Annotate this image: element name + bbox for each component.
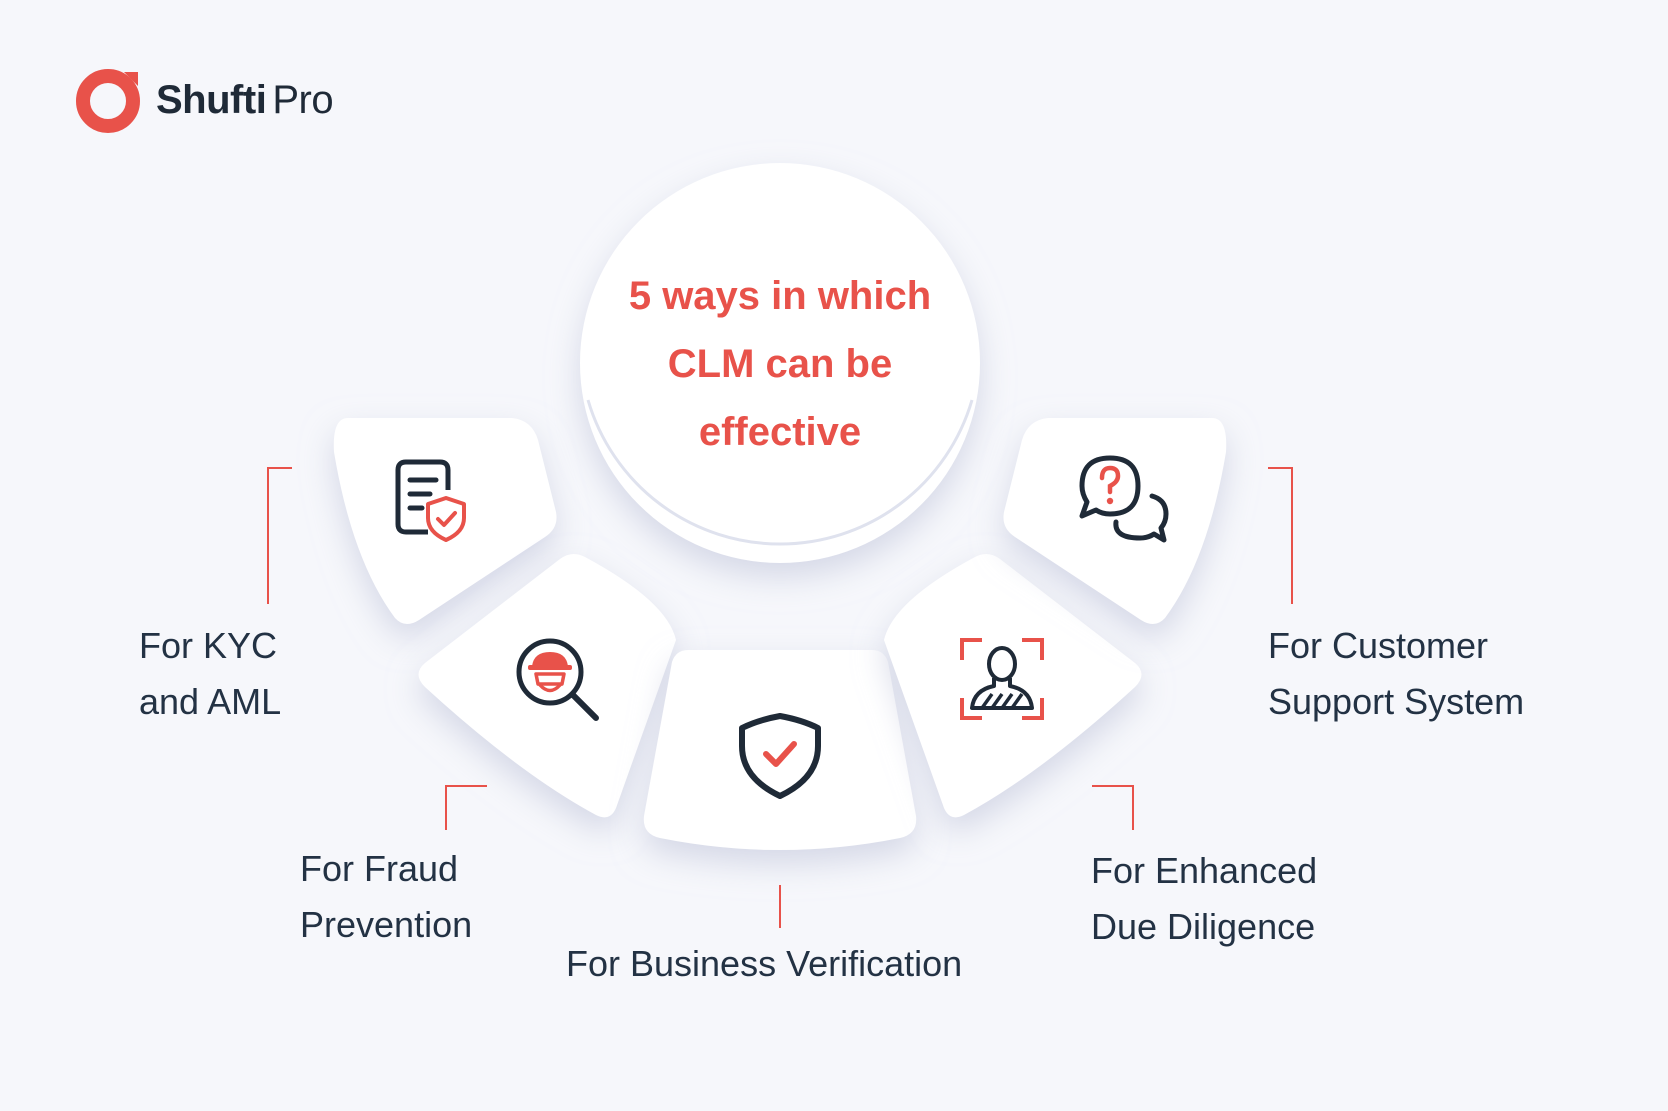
center-title-line: CLM can be [667, 342, 893, 386]
center-circle-rim [586, 399, 974, 546]
label-fraud-line: Prevention [300, 904, 473, 945]
label-business-line: For Business Verification [566, 943, 963, 984]
connector-support [1268, 467, 1293, 604]
label-business: For Business Verification [566, 936, 962, 992]
center-title-line: effective [698, 410, 862, 454]
label-kyc: For KYC and AML [139, 618, 281, 730]
label-support: For Customer Support System [1268, 618, 1524, 730]
label-kyc-line: For KYC [139, 625, 278, 666]
center-title: 5 ways in which CLM can be effective [605, 262, 955, 466]
connector-kyc [267, 467, 292, 604]
label-support-line: For Customer [1268, 625, 1489, 666]
connector-edd [1092, 785, 1134, 830]
label-edd: For Enhanced Due Diligence [1091, 843, 1317, 955]
card-business[interactable] [643, 650, 917, 850]
connector-fraud [445, 785, 487, 830]
fraudster-magnifier-icon [516, 638, 599, 721]
face-scan-person-icon [960, 638, 1044, 720]
brand-name-bold: Shufti [156, 77, 267, 122]
document-shield-icon [395, 459, 466, 542]
brand-name-light: Pro [272, 77, 334, 122]
label-support-line: Support System [1268, 681, 1525, 722]
label-fraud: For Fraud Prevention [300, 841, 472, 953]
label-kyc-line: and AML [139, 681, 282, 722]
label-edd-line: Due Diligence [1091, 906, 1316, 947]
center-title-line: 5 ways in which [628, 274, 932, 318]
brand-logo-icon [76, 69, 140, 133]
shield-check-icon [739, 713, 821, 799]
center-circle [580, 163, 980, 563]
chat-question-icon [1079, 455, 1169, 543]
label-edd-line: For Enhanced [1091, 850, 1318, 891]
label-fraud-line: For Fraud [300, 848, 459, 889]
